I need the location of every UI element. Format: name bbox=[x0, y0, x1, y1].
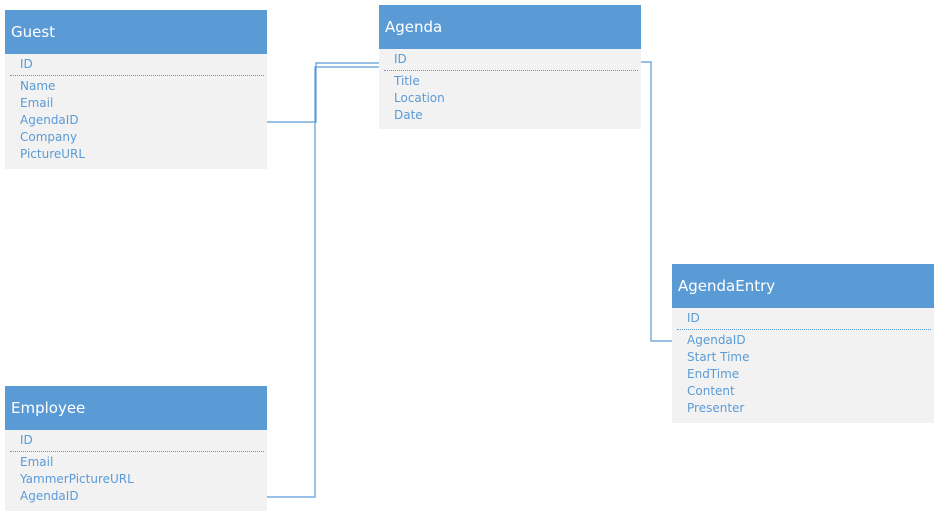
entity-body: ID Name Email AgendaID Company PictureUR… bbox=[5, 54, 267, 163]
key-divider bbox=[384, 70, 638, 71]
field-row: Presenter bbox=[687, 401, 745, 415]
key-divider bbox=[10, 451, 264, 452]
field-row: Start Time bbox=[687, 350, 750, 364]
field-row: Email bbox=[20, 455, 54, 469]
entity-agenda: Agenda ID Title Location Date bbox=[379, 5, 641, 129]
field-row: Title bbox=[394, 74, 420, 88]
entity-header: Agenda bbox=[379, 5, 641, 49]
entity-title: Agenda bbox=[385, 18, 443, 36]
primary-key-field: ID bbox=[394, 52, 407, 66]
entity-title: Employee bbox=[11, 399, 86, 417]
field-row: Date bbox=[394, 108, 423, 122]
connector-guest-agenda bbox=[267, 62, 379, 123]
primary-key-field: ID bbox=[20, 433, 33, 447]
field-row: Company bbox=[20, 130, 78, 144]
primary-key-field: ID bbox=[20, 57, 33, 71]
entity-guest: Guest ID Name Email AgendaID Company Pic… bbox=[5, 10, 267, 169]
entity-title: AgendaEntry bbox=[678, 277, 776, 295]
field-row: Email bbox=[20, 96, 54, 110]
field-row: EndTime bbox=[687, 367, 740, 381]
field-row: Location bbox=[394, 91, 445, 105]
field-row: AgendaID bbox=[20, 489, 79, 503]
entity-title: Guest bbox=[11, 23, 56, 41]
entity-body: ID AgendaID Start Time EndTime Content P… bbox=[672, 308, 934, 417]
entity-agendaentry: AgendaEntry ID AgendaID Start Time EndTi… bbox=[672, 264, 934, 423]
field-row: AgendaID bbox=[20, 113, 79, 127]
entity-header: AgendaEntry bbox=[672, 264, 934, 308]
entity-employee: Employee ID Email YammerPictureURL Agend… bbox=[5, 386, 267, 511]
field-row: Content bbox=[687, 384, 735, 398]
entity-body: ID Email YammerPictureURL AgendaID bbox=[5, 430, 267, 505]
field-row: YammerPictureURL bbox=[20, 472, 134, 486]
field-row: AgendaID bbox=[687, 333, 746, 347]
key-divider bbox=[10, 75, 264, 76]
field-row: PictureURL bbox=[20, 147, 86, 161]
primary-key-field: ID bbox=[687, 311, 700, 325]
connector-employee-agenda bbox=[267, 66, 379, 498]
entity-header: Employee bbox=[5, 386, 267, 430]
field-row: Name bbox=[20, 79, 56, 93]
entity-header: Guest bbox=[5, 10, 267, 54]
entity-body: ID Title Location Date bbox=[379, 49, 641, 124]
key-divider bbox=[677, 329, 931, 330]
